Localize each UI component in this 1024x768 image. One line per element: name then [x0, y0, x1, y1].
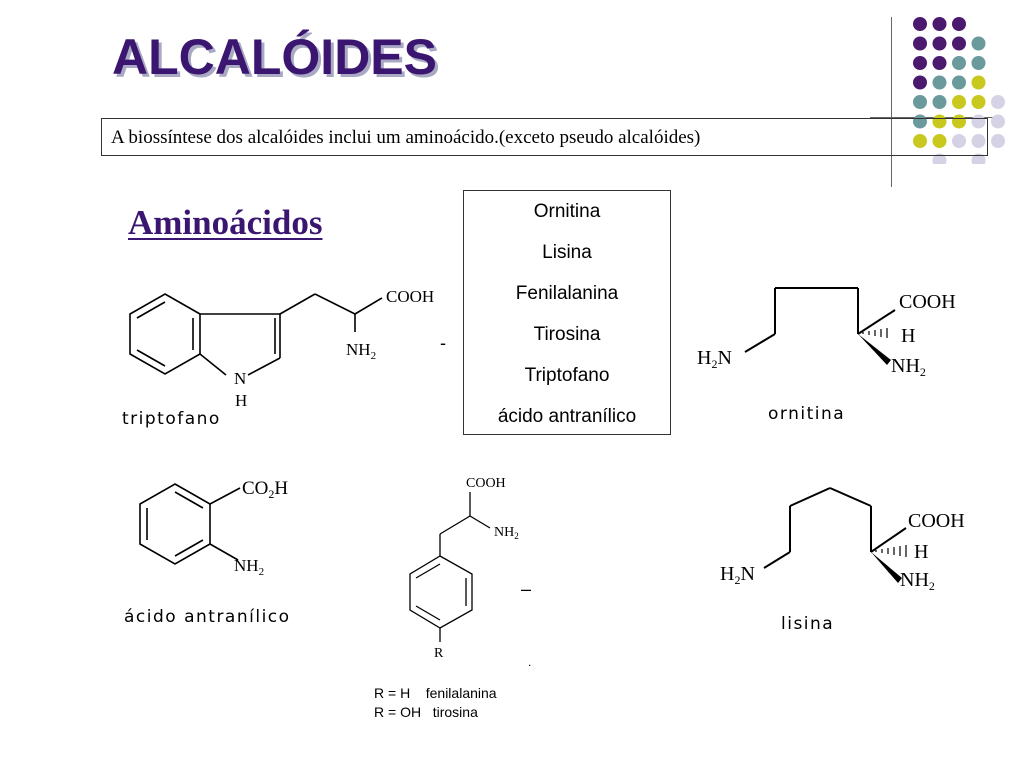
triptofano-cooh-label: COOH: [386, 287, 434, 306]
triptofano-n-label: N: [234, 369, 246, 388]
list-item-tirosina: Tirosina: [533, 324, 601, 345]
lisina-caption: lisina: [781, 614, 835, 634]
fenil-cooh-label: COOH: [466, 476, 506, 491]
decorative-dot: [913, 75, 927, 90]
fenilalanina-tirosina-structure: COOH NH2 R: [409, 476, 519, 661]
antranilico-co2h-label: CO2H: [242, 478, 288, 501]
decorative-dot: [952, 95, 966, 109]
decorative-dot: [913, 36, 927, 51]
dash-mark-2: –: [521, 579, 532, 599]
decorative-dot: [991, 114, 1005, 129]
fenil-nh2-label: NH2: [494, 525, 519, 541]
lisina-nh2-label: NH2: [900, 569, 935, 593]
ornitina-h-label: H: [901, 325, 915, 347]
decorative-dot: [971, 75, 986, 90]
ornitina-caption: ornitina: [768, 404, 846, 424]
decorative-dot: [971, 134, 986, 148]
triptofano-structure: COOH NH2 N H: [129, 287, 434, 410]
decorative-dot: [971, 36, 986, 51]
acido-antranilico-caption: ácido antranílico: [124, 607, 291, 627]
decorative-dot: [932, 56, 947, 70]
r-note-line-1: R = H fenilalanina: [374, 685, 497, 701]
dot-mark: .: [528, 655, 532, 669]
list-item-acido-antranilico: ácido antranílico: [497, 406, 637, 427]
decorative-dot: [971, 153, 986, 164]
amino-acids-heading: Aminoácidos: [128, 203, 323, 242]
ornitina-nh2-label: NH2: [891, 355, 926, 379]
decorative-dot: [932, 36, 947, 51]
decorative-dot: [952, 56, 966, 70]
decorative-dot: [913, 56, 927, 70]
decorative-dot: [913, 17, 927, 31]
decorative-dot: [932, 134, 947, 148]
fenil-r-label: R: [434, 646, 444, 661]
decorative-vertical-line: [891, 17, 892, 187]
dash-mark: -: [440, 333, 446, 353]
amino-acid-list-box: Ornitina Lisina Fenilalanina Tirosina Tr…: [463, 190, 671, 435]
decorative-dot: [932, 75, 947, 90]
lisina-structure: COOH H NH2 H2N: [720, 487, 965, 593]
decorative-dot: [952, 17, 966, 31]
subtitle-text: A biossíntese dos alcalóides inclui um a…: [111, 127, 701, 148]
decorative-dot: [952, 36, 966, 51]
decorative-dot: [991, 134, 1005, 148]
antranilico-nh2-label: NH2: [234, 556, 264, 578]
decorative-dot: [913, 134, 927, 148]
lisina-cooh-label: COOH: [908, 510, 965, 532]
decorative-dot: [932, 153, 947, 164]
decorative-dot: [932, 95, 947, 109]
acido-antranilico-structure: CO2H NH2: [139, 478, 288, 578]
decorative-dot: [971, 56, 986, 70]
ornitina-cooh-label: COOH: [899, 291, 956, 313]
lisina-h2n-label: H2N: [720, 563, 755, 587]
triptofano-nh2-label: NH2: [346, 340, 376, 362]
ornitina-structure: COOH H NH2 H2N: [697, 287, 956, 379]
list-item-ornitina: Ornitina: [533, 201, 601, 222]
list-item-lisina: Lisina: [542, 242, 592, 263]
decorative-dot: [932, 17, 947, 31]
r-note-line-2: R = OH tirosina: [374, 704, 478, 720]
triptofano-h-label: H: [235, 391, 247, 410]
decorative-dot: [991, 95, 1005, 109]
ornitina-h2n-label: H2N: [697, 347, 732, 371]
list-item-triptofano: Triptofano: [524, 365, 610, 386]
slide-title: ALCALÓIDES: [112, 29, 437, 85]
decorative-dot: [952, 75, 966, 90]
decorative-dot: [952, 134, 966, 148]
list-item-fenilalanina: Fenilalanina: [515, 283, 619, 304]
decorative-dot: [971, 95, 986, 109]
subtitle-box: [101, 118, 988, 156]
triptofano-caption: triptofano: [122, 409, 221, 429]
decorative-dot: [913, 95, 927, 109]
lisina-h-label: H: [914, 541, 928, 563]
